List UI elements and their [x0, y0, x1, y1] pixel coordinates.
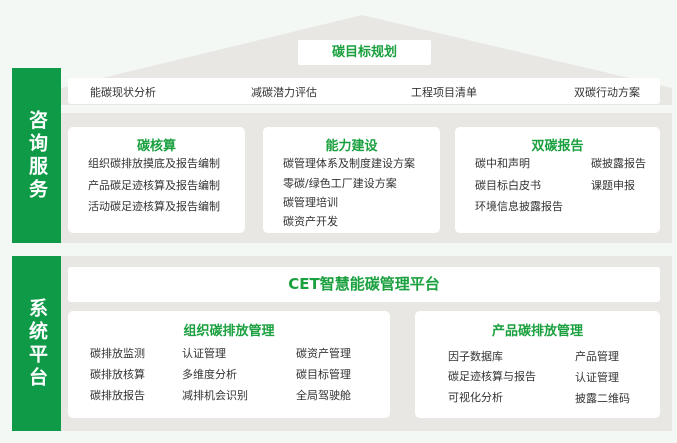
system-side-label: 系统平台 — [12, 256, 61, 431]
platform-title: CET智慧能碳管理平台 — [68, 267, 660, 302]
card-title: 碳核算 — [136, 139, 176, 154]
card-title: 组织碳排放管理 — [183, 324, 275, 339]
card-item: 碳目标白皮书 — [475, 179, 541, 192]
card-item: 碳目标管理 — [296, 368, 351, 381]
card-item: 碳管理培训 — [283, 196, 338, 209]
card-capacity-building: 能力建设 碳管理体系及制度建设方案 零碳/绿色工厂建设方案 碳管理培训 碳资产开… — [263, 127, 440, 233]
card-item: 碳足迹核算与报告 — [448, 370, 536, 383]
card-title: 产品碳排放管理 — [491, 324, 583, 339]
card-item: 产品管理 — [575, 350, 619, 363]
card-item: 碳资产开发 — [283, 215, 338, 228]
card-product-emission: 产品碳排放管理 因子数据库 产品管理 碳足迹核算与报告 认证管理 可视化分析 披… — [415, 311, 660, 418]
card-item: 碳中和声明 — [475, 157, 530, 170]
roof-title: 碳目标规划 — [298, 40, 431, 65]
consulting-side-label: 咨询服务 — [12, 68, 61, 243]
card-item: 碳排放报告 — [90, 389, 145, 402]
card-item: 碳披露报告 — [591, 157, 646, 170]
row-item: 双碳行动方案 — [574, 86, 640, 99]
card-item: 减排机会识别 — [182, 389, 248, 402]
card-item: 碳管理体系及制度建设方案 — [283, 157, 415, 170]
card-item: 可视化分析 — [448, 391, 503, 404]
card-title: 双碳报告 — [531, 139, 584, 154]
card-org-emission: 组织碳排放管理 碳排放监测 认证管理 碳资产管理 碳排放核算 多维度分析 碳目标… — [68, 311, 390, 418]
card-item: 环境信息披露报告 — [475, 200, 563, 213]
card-item: 多维度分析 — [182, 368, 237, 381]
consulting-row: 能碳现状分析 减碳潜力评估 工程项目清单 双碳行动方案 — [68, 78, 660, 104]
card-item: 课题申报 — [591, 179, 635, 192]
consulting-label-text: 咨询服务 — [26, 109, 48, 202]
card-item: 认证管理 — [182, 347, 226, 360]
card-item: 披露二维码 — [575, 392, 630, 405]
card-item: 活动碳足迹核算及报告编制 — [88, 200, 220, 213]
card-item: 碳排放监测 — [90, 347, 145, 360]
card-item: 全局驾驶舱 — [296, 389, 351, 402]
card-carbon-accounting: 碳核算 组织碳排放摸底及报告编制 产品碳足迹核算及报告编制 活动碳足迹核算及报告… — [68, 127, 245, 233]
card-title: 能力建设 — [325, 139, 378, 154]
card-item: 组织碳排放摸底及报告编制 — [88, 157, 220, 170]
card-item: 认证管理 — [575, 371, 619, 384]
system-label-text: 系统平台 — [26, 297, 48, 390]
card-item: 因子数据库 — [448, 350, 503, 363]
card-item: 产品碳足迹核算及报告编制 — [88, 179, 220, 192]
row-item: 减碳潜力评估 — [251, 86, 317, 99]
card-dual-carbon-report: 双碳报告 碳中和声明 碳披露报告 碳目标白皮书 课题申报 环境信息披露报告 — [455, 127, 660, 233]
row-item: 工程项目清单 — [411, 86, 477, 99]
row-item: 能碳现状分析 — [90, 86, 156, 99]
card-item: 碳排放核算 — [90, 368, 145, 381]
card-item: 零碳/绿色工厂建设方案 — [283, 177, 397, 190]
card-item: 碳资产管理 — [296, 347, 351, 360]
